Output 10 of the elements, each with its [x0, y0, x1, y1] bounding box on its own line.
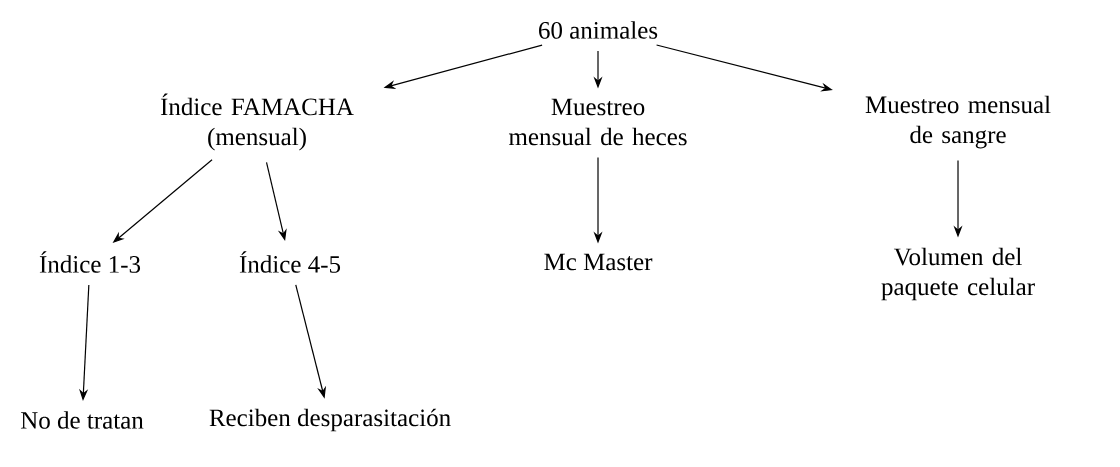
text-label: Índice 1-3 [39, 251, 141, 273]
text-label: Índice FAMACHA (mensual) [160, 93, 354, 151]
text-label: No de tratan [20, 411, 144, 429]
text-label: Índice 4-5 [239, 251, 341, 273]
text-label: Reciben desparasitación [209, 408, 451, 432]
text-label: Muestreo mensual de sangre [865, 95, 1051, 149]
text-label: 60 animales [539, 21, 658, 39]
text-label: Volumen del paquete celular [881, 247, 1035, 301]
text-label: Muestreo mensual de heces [509, 98, 687, 146]
text-label: Mc Master [544, 253, 653, 271]
